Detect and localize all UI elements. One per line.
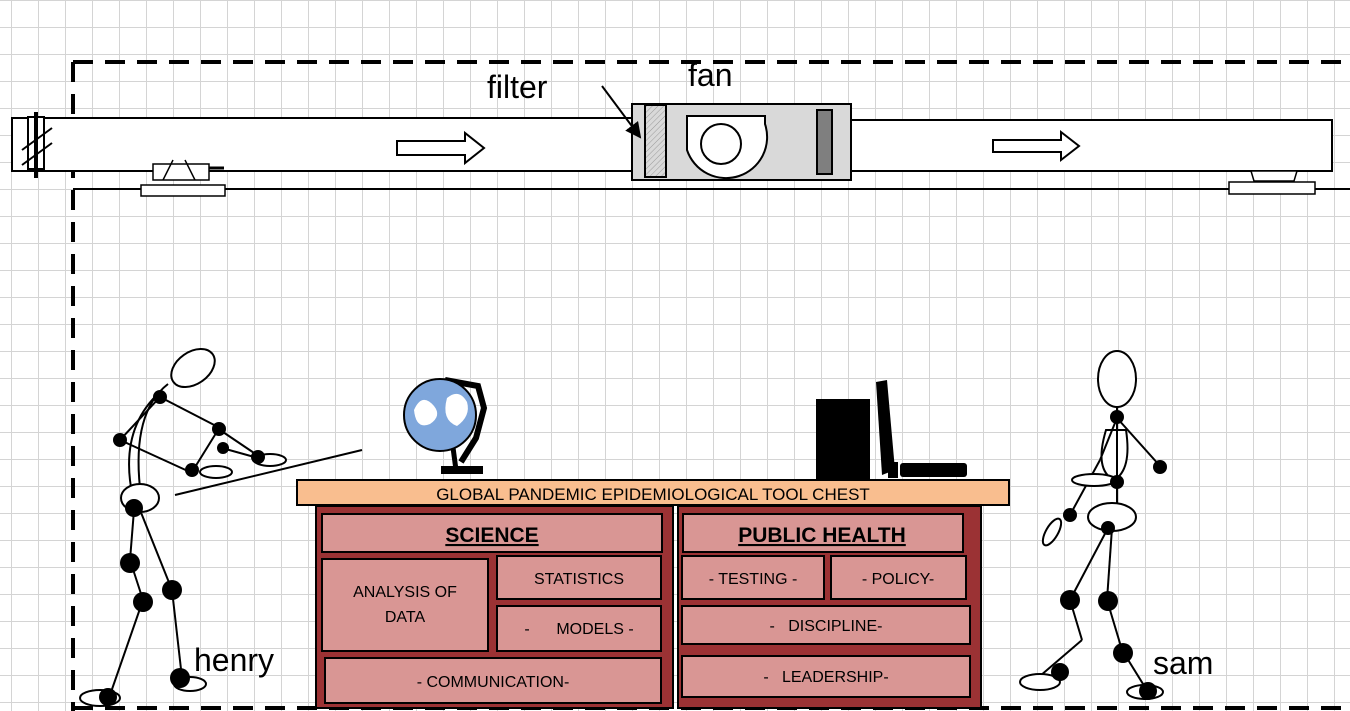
keyboard-icon xyxy=(900,463,967,477)
testing-label: - TESTING - xyxy=(709,571,798,588)
discipline-label: - DISCIPLINE- xyxy=(770,618,883,635)
chest-title: GLOBAL PANDEMIC EPIDEMIOLOGICAL TOOL CHE… xyxy=(436,485,870,504)
communication-label: - COMMUNICATION- xyxy=(417,674,570,691)
filter-label: filter xyxy=(487,69,548,105)
fan-outlet-plate xyxy=(816,109,833,175)
policy-box xyxy=(830,555,967,600)
globe-icon xyxy=(403,377,488,474)
sam-head xyxy=(1097,350,1137,408)
henry-head xyxy=(170,347,216,389)
communication-box xyxy=(324,657,662,704)
sam-label: sam xyxy=(1153,645,1213,681)
monitor-stand xyxy=(888,462,898,478)
sam-figure xyxy=(1019,350,1167,700)
testing-box xyxy=(681,555,825,600)
public-health-heading: PUBLIC HEALTH xyxy=(738,524,906,547)
analysis-line2: DATA xyxy=(385,609,426,626)
models-box xyxy=(496,605,662,652)
monitor-icon xyxy=(876,380,895,475)
chest-top-board xyxy=(296,479,1010,506)
air-flow-arrow-icon xyxy=(992,129,1081,163)
models-label: - MODELS - xyxy=(524,621,633,638)
fan-blower-icon xyxy=(686,115,769,180)
policy-label: - POLICY- xyxy=(862,571,934,588)
filter-icon xyxy=(644,104,667,178)
statistics-label: STATISTICS xyxy=(534,571,624,588)
air-duct xyxy=(11,117,1333,172)
science-heading: SCIENCE xyxy=(445,524,538,547)
fan-label: fan xyxy=(688,57,732,93)
air-flow-arrow-icon xyxy=(396,130,486,166)
henry-torso xyxy=(128,391,161,499)
henry-label: henry xyxy=(194,642,274,678)
computer-setup xyxy=(816,380,967,479)
science-heading-box xyxy=(321,513,663,553)
leadership-label: - LEADERSHIP- xyxy=(763,669,888,686)
analysis-line1: ANALYSIS OF xyxy=(353,584,457,601)
henry-pointer-stick xyxy=(174,449,363,496)
public-health-heading-box xyxy=(682,513,964,553)
filter-pointer xyxy=(601,85,642,139)
tool-chest: GLOBAL PANDEMIC EPIDEMIOLOGICAL TOOL CHE… xyxy=(296,479,1010,709)
duct-right xyxy=(850,119,1333,172)
supply-diffuser-left xyxy=(140,159,226,197)
fan-unit xyxy=(631,103,852,181)
discipline-box xyxy=(681,605,971,645)
computer-tower-icon xyxy=(816,399,870,479)
supply-diffuser-right xyxy=(1228,170,1316,195)
duct-left xyxy=(11,117,633,172)
henry-figure xyxy=(79,347,363,707)
analysis-box xyxy=(321,558,489,652)
duct-damper-icon xyxy=(21,112,53,178)
leadership-box xyxy=(681,655,971,698)
statistics-box xyxy=(496,555,662,600)
